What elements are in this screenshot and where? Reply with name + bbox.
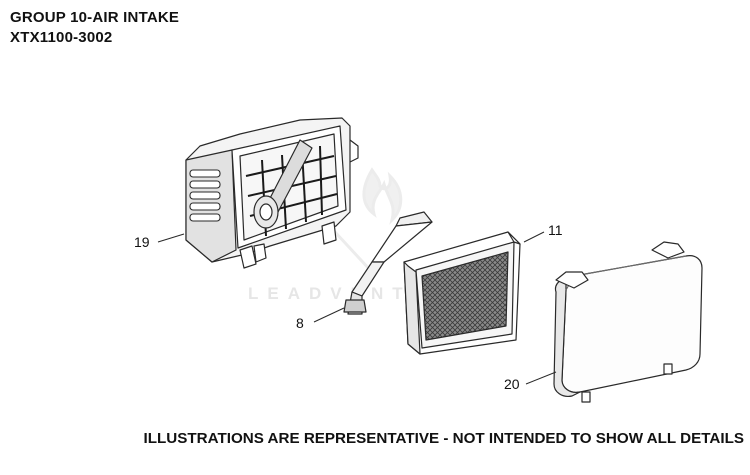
model-number: XTX1100-3002 [10, 29, 113, 46]
callout-19: 19 [134, 234, 150, 250]
leader-11 [523, 231, 545, 243]
part-20-air-cleaner-cover [554, 242, 702, 402]
callout-8: 8 [296, 315, 304, 331]
disclaimer: ILLUSTRATIONS ARE REPRESENTATIVE - NOT I… [143, 430, 744, 447]
callout-20: 20 [504, 376, 520, 392]
leader-19 [157, 233, 185, 243]
callout-11: 11 [548, 222, 563, 238]
leader-lines [157, 231, 557, 385]
part-11-air-filter-element [404, 232, 520, 354]
leader-8 [313, 307, 345, 323]
title-block: GROUP 10-AIR INTAKE XTX1100-3002 [10, 8, 179, 48]
part-19-air-cleaner-base [186, 118, 358, 268]
part-8-breather-tube [344, 212, 432, 314]
leader-20 [525, 371, 557, 385]
page-title: GROUP 10-AIR INTAKE [10, 9, 180, 26]
